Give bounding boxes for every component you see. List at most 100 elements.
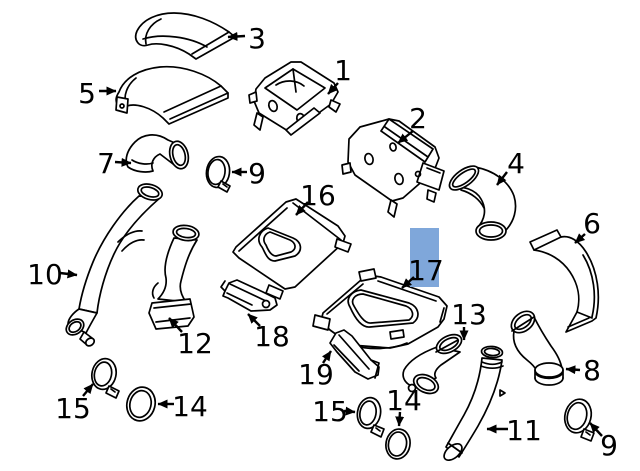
detail <box>389 329 405 340</box>
callout-15b-arrow <box>343 406 356 416</box>
part-16-panel[interactable] <box>232 198 352 300</box>
callout-14a-label[interactable]: 14 <box>172 390 208 423</box>
detail <box>347 289 419 328</box>
part-14b-o-ring[interactable] <box>384 427 413 461</box>
part-15a-hose-clamp[interactable] <box>89 356 120 399</box>
callout-14b-label[interactable]: 14 <box>386 384 422 417</box>
part-6-curved-duct[interactable] <box>529 229 600 333</box>
detail <box>447 442 463 454</box>
callout-19[interactable]: 19 <box>298 350 334 391</box>
detail <box>267 99 279 113</box>
part-9a-hose-clamp[interactable] <box>204 155 231 193</box>
callout-18-label[interactable]: 18 <box>254 320 290 353</box>
callout-8[interactable]: 8 <box>565 354 601 387</box>
callout-14b-arrow <box>395 411 405 427</box>
part-15b-hose-clamp[interactable] <box>355 396 385 438</box>
detail <box>238 207 288 252</box>
callout-9a[interactable]: 9 <box>231 157 266 190</box>
callout-14b[interactable]: 14 <box>386 384 422 427</box>
part-17-panel-selected[interactable] <box>312 268 448 350</box>
callout-9b-label[interactable]: 9 <box>600 429 618 462</box>
callout-10[interactable]: 10 <box>27 258 78 291</box>
callout-15b[interactable]: 15 <box>312 395 356 428</box>
detail <box>483 347 501 357</box>
detail <box>312 314 331 331</box>
outline <box>445 357 503 458</box>
detail <box>84 337 96 347</box>
part-12-hose[interactable] <box>148 224 200 330</box>
part-5-elbow-duct[interactable] <box>115 65 229 125</box>
callout-17-highlight <box>410 228 439 287</box>
detail <box>292 68 297 93</box>
detail <box>140 186 160 198</box>
callout-6[interactable]: 6 <box>574 207 601 244</box>
part-2-housing[interactable] <box>341 118 445 218</box>
callout-13[interactable]: 13 <box>451 298 487 341</box>
detail <box>364 152 374 166</box>
outline <box>115 65 229 125</box>
part-10-long-hose[interactable] <box>63 181 164 347</box>
callout-7[interactable]: 7 <box>97 147 132 180</box>
detail <box>370 359 380 379</box>
detail <box>326 283 364 315</box>
detail <box>117 230 143 243</box>
part-7-elbow-hose[interactable] <box>125 134 191 173</box>
callout-16[interactable]: 16 <box>295 179 336 216</box>
callout-9a-label[interactable]: 9 <box>248 157 266 190</box>
callout-14a[interactable]: 14 <box>157 390 208 423</box>
part-11-long-tube[interactable] <box>441 345 506 464</box>
callout-18[interactable]: 18 <box>247 313 290 353</box>
detail <box>359 400 377 426</box>
callout-3-label[interactable]: 3 <box>248 22 266 55</box>
callout-9b[interactable]: 9 <box>589 422 618 462</box>
callout-4[interactable]: 4 <box>496 147 525 186</box>
detail <box>370 424 385 438</box>
callout-2-label[interactable]: 2 <box>409 102 427 135</box>
callout-4-label[interactable]: 4 <box>507 147 525 180</box>
detail <box>253 112 264 131</box>
callout-7-label[interactable]: 7 <box>97 147 115 180</box>
callout-5[interactable]: 5 <box>78 77 117 110</box>
callout-10-label[interactable]: 10 <box>27 258 63 291</box>
callout-17-selected[interactable]: 17 <box>401 228 444 289</box>
part-18-bracket[interactable] <box>220 279 278 312</box>
part-13-hose[interactable] <box>402 331 465 397</box>
callout-13-label[interactable]: 13 <box>451 298 487 331</box>
detail <box>226 292 253 306</box>
detail <box>328 99 341 113</box>
callout-17-label[interactable]: 17 <box>408 254 444 287</box>
callout-12-label[interactable]: 12 <box>177 327 213 360</box>
callout-19-label[interactable]: 19 <box>298 358 334 391</box>
callout-12[interactable]: 12 <box>168 317 213 360</box>
callout-16-label[interactable]: 16 <box>300 179 336 212</box>
detail <box>338 334 370 370</box>
detail <box>534 377 564 386</box>
part-1-housing[interactable] <box>248 61 341 136</box>
callout-6-label[interactable]: 6 <box>583 207 601 240</box>
part-8-elbow-hose[interactable] <box>507 307 564 386</box>
callout-3[interactable]: 3 <box>227 22 266 55</box>
detail <box>128 389 153 419</box>
callout-1[interactable]: 1 <box>327 54 352 95</box>
detail <box>407 383 417 393</box>
callout-1-label[interactable]: 1 <box>334 54 352 87</box>
detail <box>358 268 377 282</box>
detail <box>142 35 208 48</box>
part-14a-o-ring[interactable] <box>123 384 158 424</box>
callout-11[interactable]: 11 <box>486 414 542 447</box>
callout-5-label[interactable]: 5 <box>78 77 96 110</box>
callout-8-label[interactable]: 8 <box>583 354 601 387</box>
detail <box>377 280 437 302</box>
part-19-bracket[interactable] <box>329 329 380 380</box>
callout-15a[interactable]: 15 <box>55 383 94 425</box>
callout-15b-label[interactable]: 15 <box>312 395 348 428</box>
part-9b-hose-clamp[interactable] <box>561 396 595 442</box>
detail <box>207 158 226 186</box>
callout-11-label[interactable]: 11 <box>506 414 542 447</box>
part-3-elbow-duct[interactable] <box>134 12 236 60</box>
callout-2[interactable]: 2 <box>397 102 427 144</box>
detail <box>171 143 187 167</box>
detail <box>175 227 197 239</box>
callout-18-arrow <box>247 313 261 327</box>
callout-15a-label[interactable]: 15 <box>55 392 91 425</box>
